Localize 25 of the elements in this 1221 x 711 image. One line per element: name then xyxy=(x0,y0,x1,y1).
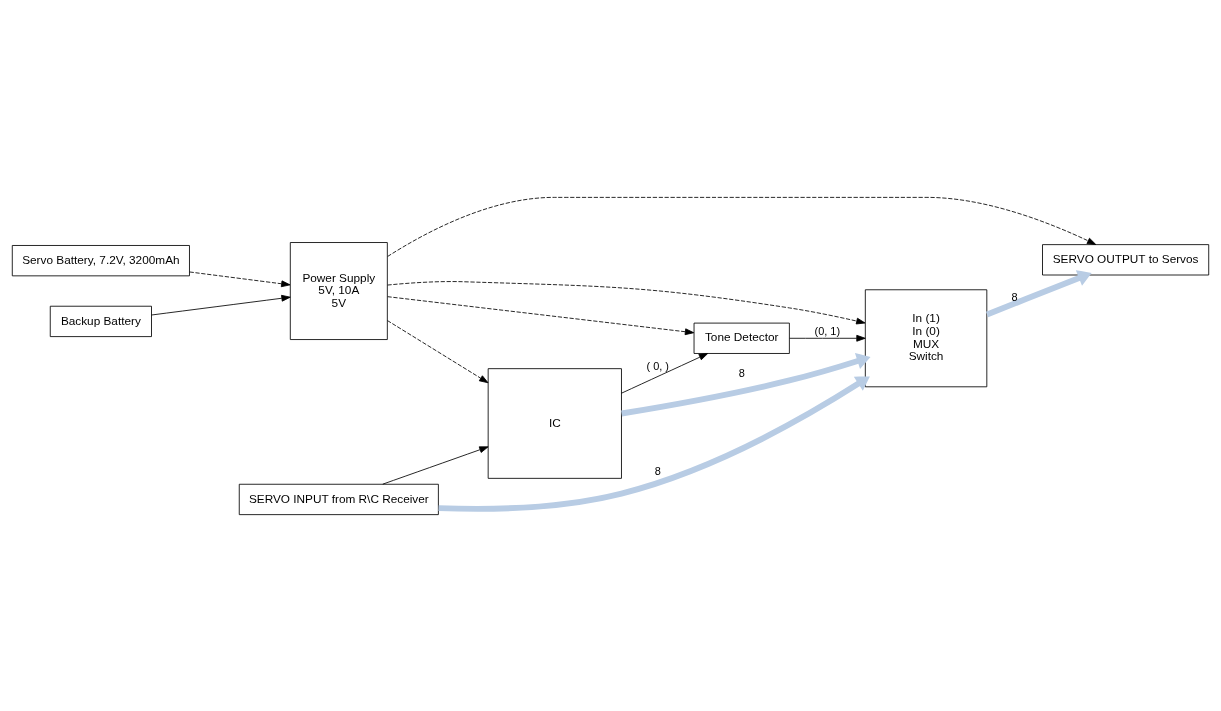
arrow xyxy=(789,334,866,342)
edge-label: ( 0, ) xyxy=(646,359,670,372)
node-box: Servo Battery, 7.2V, 3200mAh xyxy=(11,244,190,276)
node-box: Backup Battery xyxy=(49,305,152,337)
arrow xyxy=(382,445,489,485)
node-box: Tone Detector xyxy=(693,322,790,354)
node-box: SERVO INPUT from R\C Receiver xyxy=(238,483,439,515)
node-box: IC xyxy=(487,367,622,479)
arrow xyxy=(387,196,1097,257)
node-box: SERVO OUTPUT to Servos xyxy=(1042,243,1210,275)
edge-label: 8 xyxy=(738,366,745,379)
node-box: In (1) In (0) MUX Switch xyxy=(864,288,988,387)
arrow xyxy=(387,295,695,335)
arrow xyxy=(151,294,291,315)
arrow xyxy=(387,319,489,383)
arrow xyxy=(189,271,291,287)
arrow xyxy=(438,375,870,512)
arrow xyxy=(986,269,1092,317)
node-box: Power Supply 5V, 10A 5V xyxy=(289,241,388,340)
arrow xyxy=(621,352,709,394)
edge-label: 8 xyxy=(1011,290,1018,303)
edge-label: (0, 1) xyxy=(814,324,841,337)
arrow xyxy=(387,280,866,324)
edge-label: 8 xyxy=(654,464,661,477)
arrow xyxy=(621,352,871,416)
